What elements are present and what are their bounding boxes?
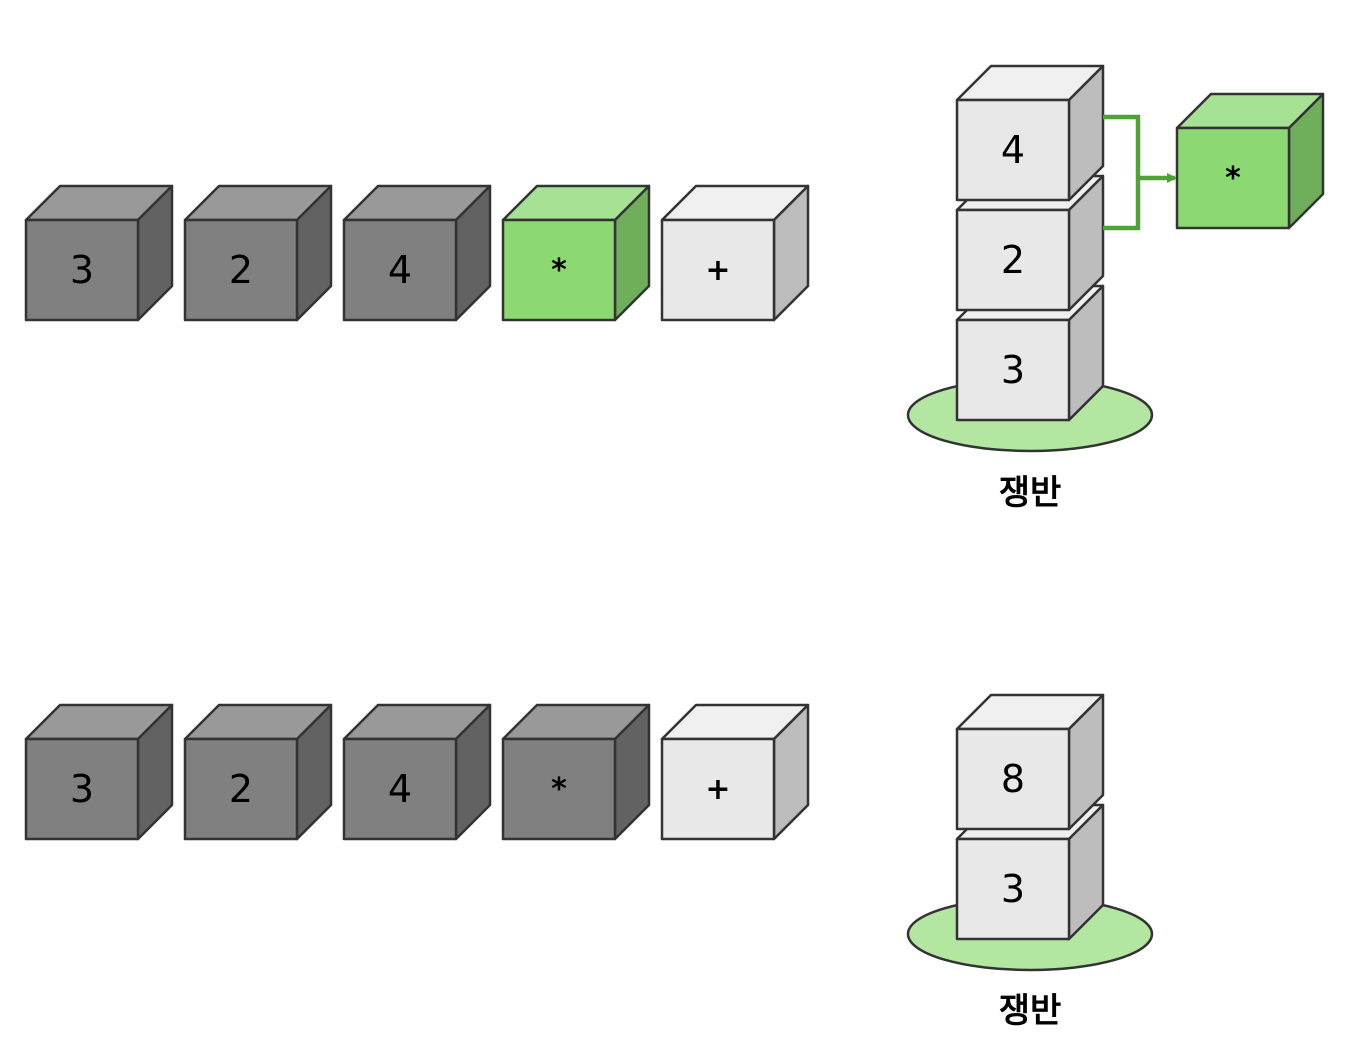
- pop-arrow: [1103, 114, 1177, 231]
- sequence-cube: 3: [24, 184, 174, 322]
- cube-label: 2: [1001, 238, 1025, 282]
- cube-front-face: [501, 218, 617, 322]
- cube-label: 4: [1001, 128, 1025, 172]
- arrow-bracket: [1103, 114, 1141, 231]
- cube-label: +: [705, 253, 730, 288]
- cube-label: 3: [1001, 348, 1025, 392]
- sequence-cube: 2: [183, 184, 333, 322]
- token-sequence: 3 2 4 * +: [24, 184, 810, 322]
- sequence-cube: 4: [342, 703, 492, 841]
- stack-cube: 8: [955, 693, 1105, 831]
- sequence-cube: +: [660, 703, 810, 841]
- cube-front-face: [955, 837, 1071, 941]
- cube-label: *: [1225, 161, 1241, 196]
- stack-cube: 4: [955, 64, 1105, 202]
- cube-front-face: [660, 218, 776, 322]
- sequence-cube: 3: [24, 703, 174, 841]
- cube-front-face: [955, 98, 1071, 202]
- cube-label: 4: [388, 248, 412, 292]
- cube-front-face: [501, 737, 617, 841]
- cube-front-face: [660, 737, 776, 841]
- tray-stack: 38: [955, 693, 1105, 941]
- cube-label: 3: [70, 248, 94, 292]
- cube-label: *: [551, 772, 567, 807]
- cube-label: 4: [388, 767, 412, 811]
- cube-label: *: [551, 253, 567, 288]
- cube-front-face: [342, 737, 458, 841]
- sequence-cube: *: [501, 703, 651, 841]
- tray-stack: 3 2 4: [955, 64, 1105, 422]
- tray-label: 쟁반: [999, 473, 1062, 513]
- cube-label: 2: [229, 767, 253, 811]
- cube-label: +: [705, 772, 730, 807]
- sequence-cube: +: [660, 184, 810, 322]
- panel-step-1: 3 2 4 * + 쟁반 3 2 4 *: [24, 64, 1325, 513]
- sequence-cube: 2: [183, 703, 333, 841]
- tray-label: 쟁반: [999, 991, 1062, 1031]
- cube-label: 2: [229, 248, 253, 292]
- cube-front-face: [955, 318, 1071, 422]
- cube-front-face: [1175, 126, 1291, 230]
- cube-front-face: [24, 737, 140, 841]
- cube-front-face: [24, 218, 140, 322]
- sequence-cube: 4: [342, 184, 492, 322]
- sequence-cube: *: [501, 184, 651, 322]
- cube-front-face: [183, 737, 299, 841]
- cube-front-face: [183, 218, 299, 322]
- operator-cube: *: [1175, 92, 1325, 230]
- token-sequence: 3 2 4 * +: [24, 703, 810, 841]
- cube-label: 8: [1001, 757, 1025, 801]
- cube-label: 3: [1001, 867, 1025, 911]
- cube-front-face: [955, 727, 1071, 831]
- operator-cube-box: *: [1175, 92, 1325, 230]
- cube-front-face: [342, 218, 458, 322]
- cube-label: 3: [70, 767, 94, 811]
- cube-front-face: [955, 208, 1071, 312]
- stack-cube: 2: [955, 174, 1105, 312]
